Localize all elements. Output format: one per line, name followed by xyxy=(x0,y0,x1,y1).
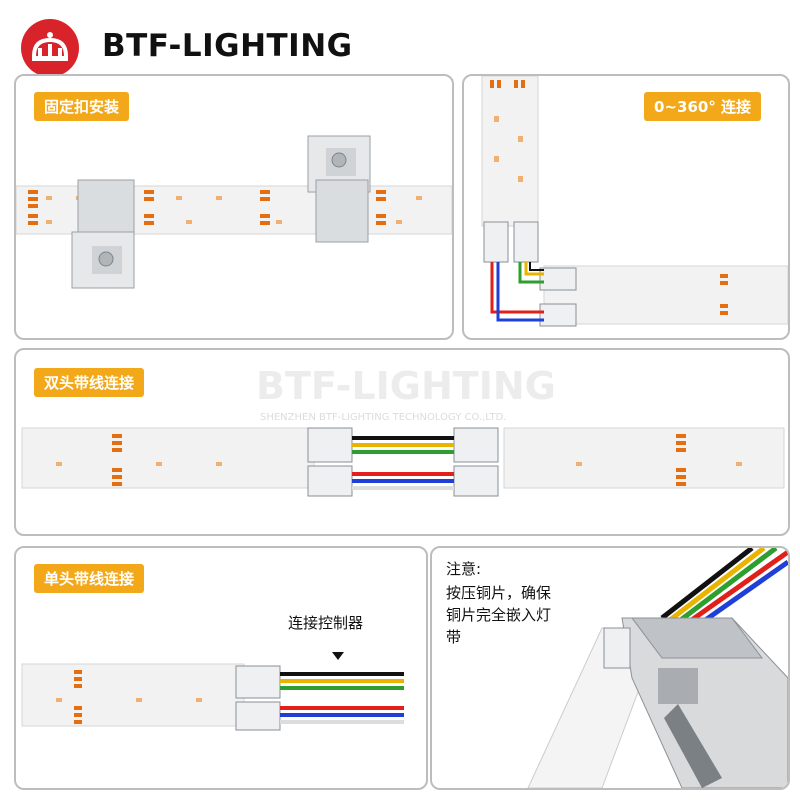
clip-install-illustration xyxy=(16,135,452,289)
single-wire-illustration xyxy=(21,652,404,731)
watermark-sub: SHENZHEN BTF-LIGHTING TECHNOLOGY CO.,LTD… xyxy=(260,412,507,423)
note-line-2: 铜片完全嵌入灯 xyxy=(446,606,552,624)
panel-single-wire: 单头带线连接 连接控制器 xyxy=(14,546,428,790)
panel-clip-install: 固定扣安装 xyxy=(14,74,454,340)
panel-tag-clip-install: 固定扣安装 xyxy=(34,92,130,121)
note-line-1: 按压铜片，确保 xyxy=(446,584,552,602)
note-line-3: 带 xyxy=(446,628,462,646)
panel-tag-single-wire: 单头带线连接 xyxy=(34,564,145,593)
double-wire-illustration xyxy=(21,427,785,497)
brand-logo xyxy=(21,19,79,77)
panel-tag-double-wire: 双头带线连接 xyxy=(34,368,145,397)
rotate-connection-illustration xyxy=(481,76,788,327)
controller-label: 连接控制器 xyxy=(288,614,364,632)
panel-double-wire: BTF-LIGHTING SHENZHEN BTF-LIGHTING TECHN… xyxy=(14,348,790,536)
down-arrow-icon xyxy=(332,652,344,660)
panel-tag-rotate: 0~360° 连接 xyxy=(644,92,762,121)
watermark-main: BTF-LIGHTING xyxy=(256,364,556,408)
panel-note: 注意: 按压铜片，确保 铜片完全嵌入灯 带 xyxy=(430,546,790,790)
note-title: 注意: xyxy=(446,560,482,578)
brand-name: BTF-LIGHTING xyxy=(102,28,353,64)
crimp-tool-illustration xyxy=(527,548,788,788)
panel-rotate-connection: 0~360° 连接 xyxy=(462,74,790,340)
